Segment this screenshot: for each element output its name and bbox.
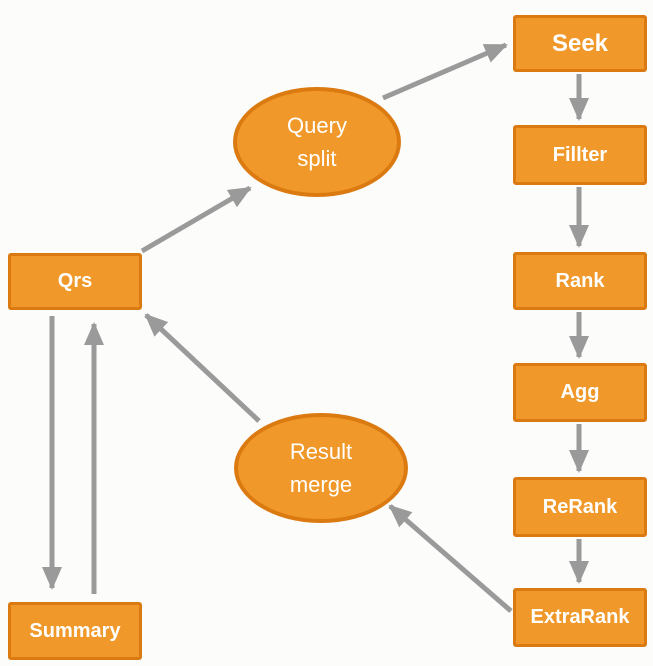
edge-qrs-to-query-split [140, 185, 252, 254]
node-fillter-label: Fillter [552, 143, 608, 166]
node-extrarank-label: ExtraRank [530, 606, 630, 628]
node-summary-label: Summary [29, 619, 121, 642]
node-summary: Summary [8, 602, 142, 660]
node-agg-label: Agg [560, 381, 600, 403]
node-extrarank: ExtraRank [513, 588, 647, 647]
node-qrs: Qrs [8, 253, 142, 310]
node-rank-label: Rank [555, 269, 605, 292]
node-rerank-label: ReRank [542, 495, 618, 518]
node-agg: Agg [513, 363, 647, 422]
node-qrs-label: Qrs [57, 270, 93, 292]
edge-result-merge-to-qrs [144, 313, 261, 423]
node-result-merge-label: Result merge [289, 439, 353, 497]
node-query-split-label: Query split [287, 113, 347, 171]
node-fillter: Fillter [513, 125, 647, 185]
edge-query-split-to-seek [382, 42, 508, 101]
edge-extrarank-to-result-merge [388, 504, 513, 613]
node-query-split: Query split [233, 87, 401, 197]
node-rerank: ReRank [513, 477, 647, 537]
node-seek: Seek [513, 15, 647, 72]
node-rank: Rank [513, 252, 647, 310]
node-seek-label: Seek [551, 29, 609, 57]
node-result-merge: Result merge [234, 413, 408, 523]
